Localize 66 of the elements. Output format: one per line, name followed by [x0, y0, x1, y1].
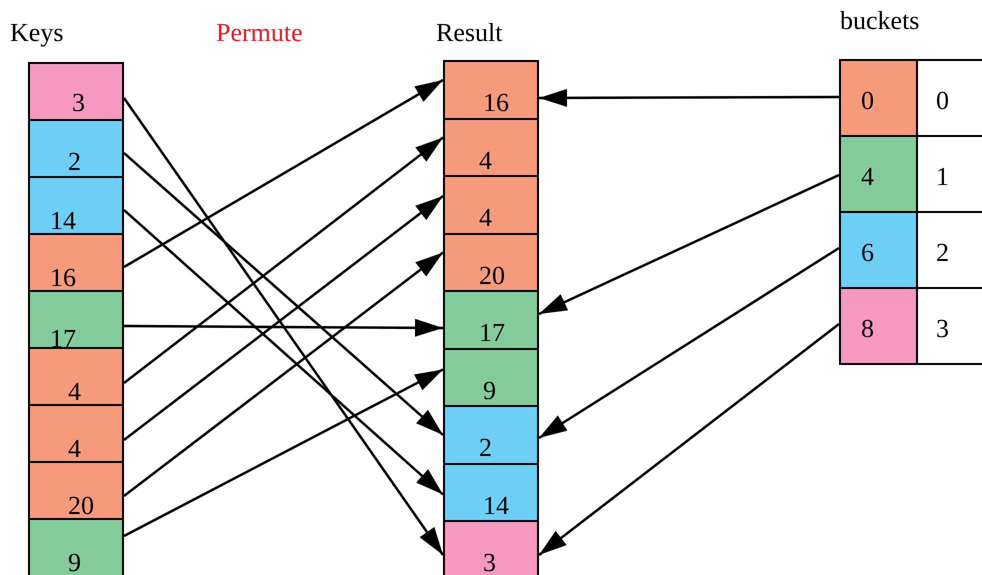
- cell-value: 14: [483, 492, 509, 518]
- bucket-index-cell: [916, 287, 982, 365]
- arrow: [539, 88, 839, 107]
- arrow: [538, 246, 840, 440]
- cell-value: 4: [68, 379, 81, 405]
- cell-value: 14: [50, 208, 76, 234]
- result-cell: [443, 348, 539, 407]
- arrow: [123, 152, 444, 436]
- column-heading: Permute: [216, 18, 303, 48]
- key-cell: [28, 176, 124, 235]
- cell-value: 20: [68, 493, 94, 519]
- result-cell: [443, 290, 539, 350]
- arrow: [123, 368, 444, 538]
- arrow: [124, 318, 443, 337]
- cell-value: 3: [72, 90, 85, 116]
- cell-value: 17: [50, 326, 76, 352]
- cell-value: 3: [483, 550, 496, 575]
- key-cell: [28, 404, 124, 463]
- arrow: [122, 97, 444, 556]
- cell-value: 16: [483, 90, 509, 116]
- cell-value: 2: [936, 240, 949, 266]
- cell-value: 2: [68, 149, 81, 175]
- cell-value: 9: [68, 550, 81, 575]
- result-cell: [443, 175, 539, 234]
- bucket-cell: [839, 287, 918, 365]
- column-heading: buckets: [840, 6, 920, 36]
- cell-value: 6: [861, 240, 874, 266]
- key-cell: [28, 290, 124, 349]
- arrow: [123, 209, 444, 496]
- result-cell: [443, 520, 539, 575]
- result-cell: [443, 60, 539, 120]
- column-heading: Keys: [10, 18, 64, 48]
- bucket-cell: [839, 211, 918, 289]
- key-cell: [28, 518, 124, 575]
- bucket-cell: [839, 59, 918, 137]
- cell-value: 9: [483, 378, 496, 404]
- cell-value: 4: [479, 205, 492, 231]
- cell-value: 1: [936, 164, 949, 190]
- arrow: [538, 323, 840, 556]
- cell-value: 20: [479, 262, 505, 288]
- arrow: [123, 195, 444, 441]
- key-cell: [28, 347, 124, 406]
- cell-value: 2: [479, 435, 492, 461]
- result-cell: [443, 462, 539, 522]
- column-heading: Result: [436, 18, 502, 48]
- result-cell: [443, 232, 539, 292]
- key-cell: [28, 233, 124, 292]
- cell-value: 16: [50, 265, 76, 291]
- key-cell: [28, 62, 124, 121]
- result-cell: [443, 118, 539, 177]
- cell-value: 4: [479, 148, 492, 174]
- cell-value: 0: [861, 88, 874, 114]
- cell-value: 4: [861, 164, 874, 190]
- cell-value: 3: [936, 316, 949, 342]
- key-cell: [28, 461, 124, 520]
- key-cell: [28, 119, 124, 178]
- arrow: [538, 174, 840, 316]
- arrow: [123, 252, 444, 497]
- cell-value: 17: [479, 320, 505, 346]
- arrow: [123, 136, 444, 384]
- cell-value: 8: [861, 316, 874, 342]
- result-cell: [443, 405, 539, 464]
- bucket-cell: [839, 135, 918, 213]
- cell-value: 4: [68, 436, 81, 462]
- arrow: [123, 78, 444, 268]
- cell-value: 0: [936, 88, 949, 114]
